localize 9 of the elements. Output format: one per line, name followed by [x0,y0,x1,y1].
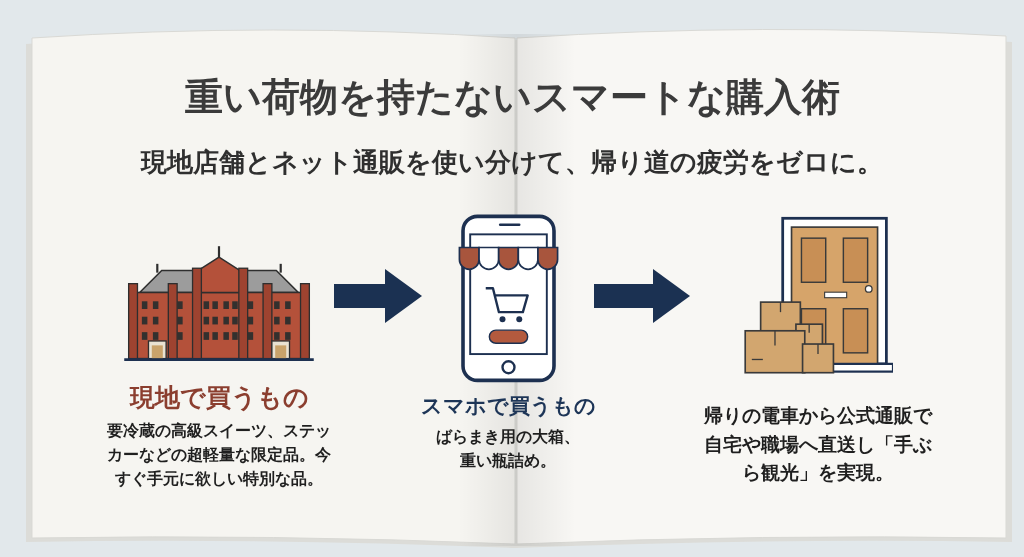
step-description: ばらまき用の大箱、重い瓶詰め。 [435,426,581,473]
arrow [334,269,422,323]
arrow [594,269,690,323]
title: 重い荷物を持たないスマートな購入術 [183,74,841,121]
step-description: 帰りの電車から公式通販で自宅や職場へ直送し「手ぶら観光」を実現。 [703,403,934,485]
step-description: 要冷蔵の高級スイーツ、ステッカーなどの超軽量な限定品。今すぐ手元に欲しい特別な品。 [106,420,332,490]
step-heading: スマホで買うもの [420,394,596,420]
step-heading: 現地で買うもの [129,383,309,413]
subtitle: 現地店舗とネット通販を使い分けて、帰り道の疲労をゼロに。 [139,146,884,179]
